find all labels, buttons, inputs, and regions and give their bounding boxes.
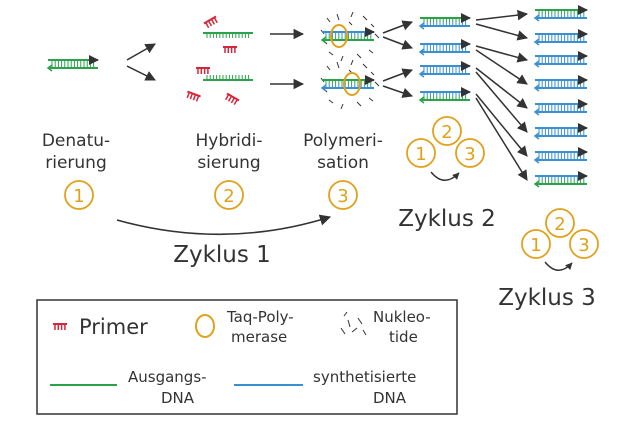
- cycle-2-number-3: 3: [464, 144, 475, 165]
- legend-box: [36, 299, 458, 415]
- dna-double-strand: [418, 61, 471, 78]
- dna-single-strand: [203, 32, 253, 38]
- legend-nucleotide-line1: Nukleo-: [373, 308, 431, 326]
- cycle-3-number-2: 2: [554, 214, 565, 235]
- primer-icon: [223, 46, 237, 53]
- cycle-2-products: [418, 13, 471, 104]
- legend-nucleotide-icon: [340, 311, 367, 336]
- cycle-1-arrow: [116, 214, 332, 236]
- dna-double-strand: [418, 13, 471, 30]
- dna-double-strand: [533, 99, 588, 116]
- legend: Primer Taq-Poly- merase Nukleo- tide Aus…: [36, 299, 458, 415]
- dna-double-strand: [533, 75, 588, 92]
- cycle-2-number-2: 2: [441, 122, 452, 143]
- dna-double-strand: [533, 123, 588, 140]
- dna-double-strand: [533, 171, 588, 188]
- step-1-label-line2: rierung: [45, 153, 107, 173]
- arrows-to-cycle-2: [382, 20, 413, 98]
- cycle-3-numbers: 2 1 3: [521, 208, 599, 271]
- dna-double-strand: [533, 147, 588, 164]
- step-3-label-line2: sation: [317, 153, 369, 173]
- hybridization-strands: [186, 15, 253, 106]
- step-3-number-circle: 3: [328, 180, 358, 210]
- legend-primer-label: Primer: [79, 315, 148, 339]
- primer-icon: [196, 67, 210, 74]
- arrow-split-down: [126, 65, 156, 81]
- legend-primer-icon: [53, 323, 67, 330]
- cycle-3-label: Zyklus 3: [498, 285, 596, 311]
- polymerase-icon: [343, 72, 361, 96]
- polymerization-strands: [320, 11, 380, 110]
- dna-double-strand: [533, 29, 588, 46]
- primer-icon: [225, 92, 240, 106]
- step-3-label-line1: Polymeri-: [303, 131, 383, 151]
- arrows-to-cycle-3: [475, 9, 529, 181]
- step-1-number: 1: [73, 186, 84, 207]
- cycle-3-number-3: 3: [578, 235, 589, 256]
- cycle-3-products: [533, 5, 588, 188]
- primer-icon: [203, 15, 218, 29]
- dna-double-strand: [533, 5, 588, 22]
- primer-icon: [186, 90, 201, 102]
- cycle-1-label: Zyklus 1: [173, 242, 271, 268]
- dna-double-strand: [533, 51, 588, 68]
- cycle-2-numbers: 2 1 3: [406, 116, 485, 181]
- legend-polymerase-line1: Taq-Poly-: [226, 308, 294, 326]
- step-1-number-circle: 1: [64, 180, 94, 210]
- cycle-3-number-1: 1: [530, 235, 541, 256]
- legend-synthesized-line1: synthetisierte: [313, 368, 416, 386]
- initial-dna: [46, 55, 99, 72]
- step-2-label-line2: sierung: [197, 153, 260, 173]
- step-1-label-line1: Denatu-: [42, 131, 110, 151]
- arrow-split-up: [126, 43, 156, 61]
- legend-polymerase-icon: [195, 314, 215, 338]
- cycle-2-number-1: 1: [415, 144, 426, 165]
- step-2-number: 2: [223, 186, 234, 207]
- step-3-number: 3: [337, 186, 348, 207]
- dna-double-strand: [418, 39, 471, 56]
- dna-single-strand: [203, 75, 253, 81]
- legend-nucleotide-line2: tide: [389, 328, 418, 346]
- dna-double-strand: [418, 87, 471, 104]
- legend-synthesized-line2: DNA: [373, 389, 407, 407]
- legend-template-line2: DNA: [161, 389, 195, 407]
- legend-polymerase-line2: merase: [231, 328, 287, 346]
- step-2-label-line1: Hybridi-: [196, 131, 263, 151]
- polymerase-icon: [330, 24, 348, 48]
- cycle-2-label: Zyklus 2: [398, 206, 496, 232]
- legend-template-line1: Ausgangs-: [128, 368, 207, 386]
- step-2-number-circle: 2: [214, 180, 244, 210]
